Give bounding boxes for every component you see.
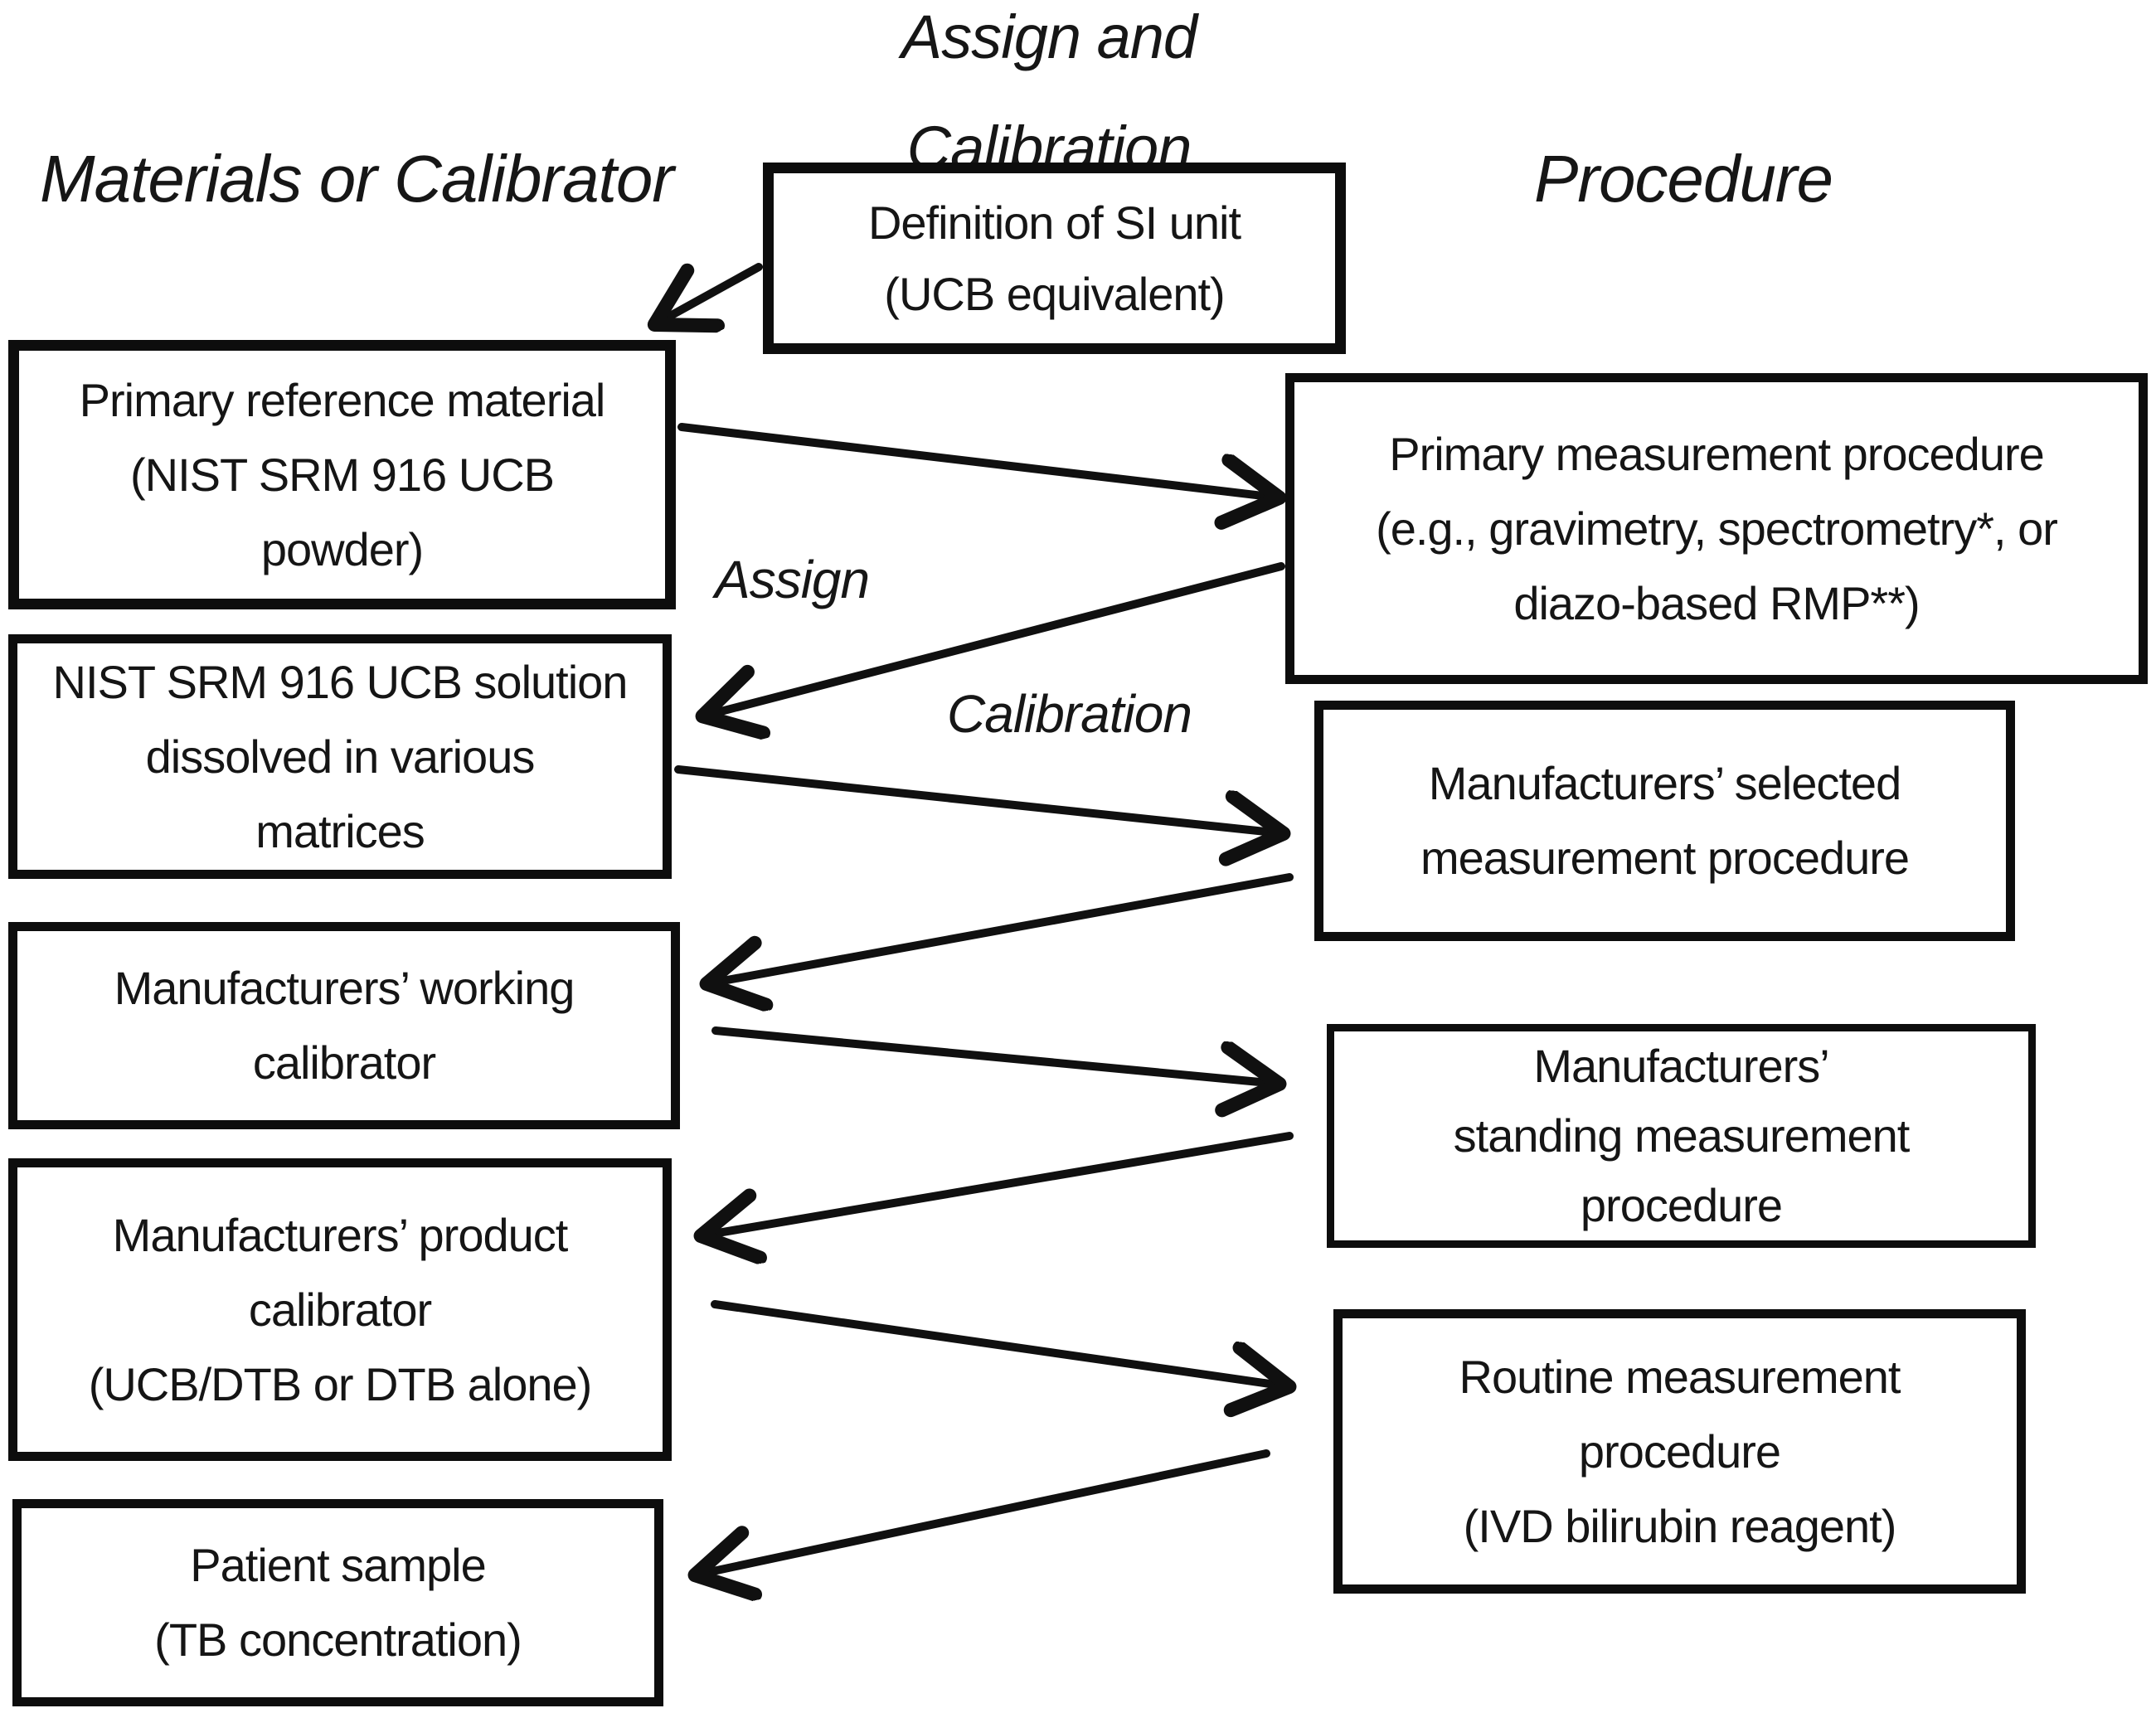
box-manufacturers-working-calibrator-text: Manufacturers’ working calibrator [114,962,575,1089]
arrow-l3-to-standing-procedure [711,1026,1277,1084]
column-header-materials-or-calibrator: Materials or Calibrator [40,142,674,216]
edge-label-assign: Assign [715,550,870,609]
box-nist-srm-916-ucb-solution-text: NIST SRM 916 UCB solution dissolved in v… [52,655,629,857]
box-manufacturers-selected-measurement-procedure: Manufacturers’ selected measurement proc… [1314,701,2015,941]
box-primary-measurement-procedure: Primary measurement procedure (e.g., gra… [1285,373,2148,684]
box-manufacturers-standing-measurement-procedure: Manufacturers’ standing measurement proc… [1327,1024,2036,1248]
box-manufacturers-standing-measurement-procedure-text: Manufacturers’ standing measurement proc… [1453,1040,1911,1231]
box-primary-measurement-procedure-text: Primary measurement procedure (e.g., gra… [1376,427,2058,629]
box-primary-reference-material-text: Primary reference material (NIST SRM 916… [79,373,606,575]
box-manufacturers-selected-measurement-procedure-text: Manufacturers’ selected measurement proc… [1420,757,1910,884]
arrow-routine-procedure-to-l5 [697,1449,1270,1575]
arrow-l2-to-selected-procedure [674,765,1281,833]
box-definition-of-si-unit-text: Definition of SI unit (UCB equivalent) [867,196,1241,320]
arrow-standing-procedure-to-l4 [703,1132,1294,1235]
edge-label-calibration: Calibration [947,684,1192,744]
box-manufacturers-product-calibrator: Manufacturers’ product calibrator (UCB/D… [8,1158,672,1461]
arrow-l1-to-primary-procedure [677,423,1277,497]
box-manufacturers-working-calibrator: Manufacturers’ working calibrator [8,922,680,1129]
box-patient-sample: Patient sample (TB concentration) [12,1499,663,1706]
arrow-selected-procedure-to-l3 [709,873,1294,983]
box-manufacturers-product-calibrator-text: Manufacturers’ product calibrator (UCB/D… [88,1208,593,1410]
arrow-l4-to-routine-procedure [711,1300,1287,1386]
box-nist-srm-916-ucb-solution: NIST SRM 916 UCB solution dissolved in v… [8,634,672,879]
arrow-definition-to-materials [657,263,763,323]
box-patient-sample-text: Patient sample (TB concentration) [154,1539,522,1666]
column-header-procedure: Procedure [1533,142,1833,216]
box-definition-of-si-unit: Definition of SI unit (UCB equivalent) [763,163,1346,354]
box-routine-measurement-procedure: Routine measurement procedure (IVD bilir… [1333,1309,2026,1594]
box-routine-measurement-procedure-text: Routine measurement procedure (IVD bilir… [1459,1350,1901,1552]
box-primary-reference-material: Primary reference material (NIST SRM 916… [8,340,676,609]
